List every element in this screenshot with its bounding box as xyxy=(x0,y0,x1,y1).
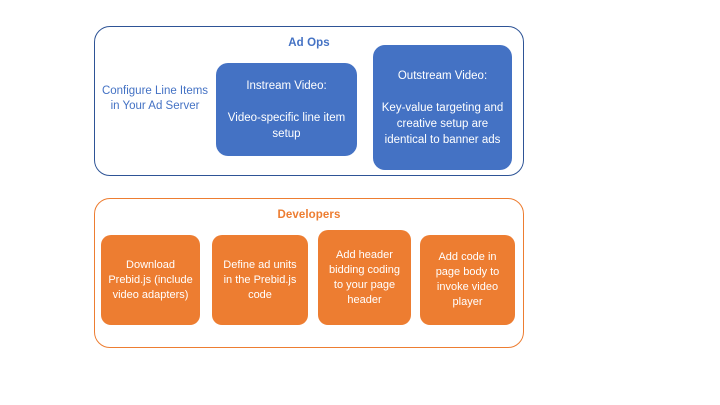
card-add-header-bidding-code: Add header bidding coding to your page h… xyxy=(318,230,411,325)
card-outstream-video-label: Outstream Video: Key-value targeting and… xyxy=(381,69,504,146)
card-instream-video: Instream Video: Video-specific line item… xyxy=(216,63,357,156)
group-title-ad-ops: Ad Ops xyxy=(288,37,330,49)
card-download-prebid-label: Download Prebid.js (include video adapte… xyxy=(108,258,193,301)
card-instream-video-label: Instream Video: Video-specific line item… xyxy=(227,79,346,140)
group-title-developers: Developers xyxy=(277,209,341,221)
card-outstream-video: Outstream Video: Key-value targeting and… xyxy=(373,45,512,170)
configure-line-items-text: Configure Line Items in Your Ad Server xyxy=(101,84,209,113)
card-add-page-body-code-label: Add code in page body to invoke video pl… xyxy=(435,251,500,308)
card-add-header-bidding-code-label: Add header bidding coding to your page h… xyxy=(329,248,400,306)
card-download-prebid: Download Prebid.js (include video adapte… xyxy=(101,235,200,325)
card-add-page-body-code: Add code in page body to invoke video pl… xyxy=(420,235,515,325)
card-define-ad-units-label: Define ad units in the Prebid.js code xyxy=(223,258,297,301)
card-define-ad-units: Define ad units in the Prebid.js code xyxy=(212,235,308,325)
